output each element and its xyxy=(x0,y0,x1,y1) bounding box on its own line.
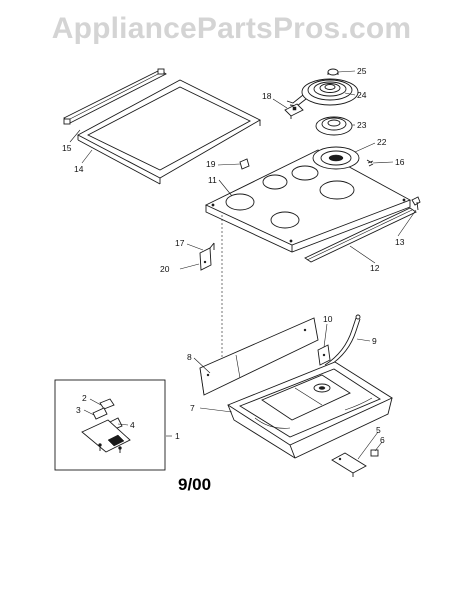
part-23-reflector xyxy=(315,116,353,136)
callout-23: 23 xyxy=(357,120,367,130)
callout-labels: 15 14 25 24 23 22 18 19 16 11 13 12 17 2… xyxy=(62,66,405,445)
part-8-front-panel xyxy=(199,317,319,396)
part-19-clip xyxy=(239,158,250,170)
callout-14: 14 xyxy=(74,164,84,174)
part-3-component xyxy=(92,407,108,420)
part-13-clip xyxy=(411,196,421,211)
part-14-gasket-frame xyxy=(77,79,261,185)
switch-body xyxy=(81,419,131,453)
callout-18: 18 xyxy=(262,91,272,101)
callout-13: 13 xyxy=(395,237,405,247)
callout-12: 12 xyxy=(370,263,380,273)
part-25-element-cap xyxy=(327,68,339,76)
callout-2: 2 xyxy=(82,393,87,403)
part-18-terminal-block xyxy=(284,103,304,119)
part-22-drip-bowl xyxy=(312,146,360,170)
callout-22: 22 xyxy=(377,137,387,147)
part-2-component xyxy=(99,398,115,410)
part-7-main-top xyxy=(227,361,393,459)
watermark-logo: AppliancePartsPros.com xyxy=(51,12,412,45)
callout-16: 16 xyxy=(395,157,405,167)
callout-19: 19 xyxy=(206,159,216,169)
callout-4: 4 xyxy=(130,420,135,430)
part-24-surface-element xyxy=(286,78,359,107)
date-code: 9/00 xyxy=(178,475,211,494)
callout-9: 9 xyxy=(372,336,377,346)
callout-3: 3 xyxy=(76,405,81,415)
part-12-front-trim xyxy=(304,207,417,263)
callout-24: 24 xyxy=(357,90,367,100)
part-11-cooktop xyxy=(204,149,412,253)
callout-20: 20 xyxy=(160,264,170,274)
callout-8: 8 xyxy=(187,352,192,362)
part-17-20-bracket xyxy=(199,242,215,271)
part-16-screw xyxy=(366,159,374,167)
callout-1: 1 xyxy=(175,431,180,441)
leader-lines xyxy=(69,70,417,460)
part-6-screw xyxy=(370,449,379,457)
part-15-trim-strip xyxy=(63,68,167,125)
callout-5: 5 xyxy=(376,425,381,435)
callout-11: 11 xyxy=(208,175,217,185)
part-10-bracket xyxy=(317,344,331,366)
part-5-bracket xyxy=(331,452,367,477)
callout-15: 15 xyxy=(62,143,72,153)
callout-7: 7 xyxy=(190,403,195,413)
part-1-inset-box xyxy=(54,379,166,471)
callout-17: 17 xyxy=(175,238,185,248)
callout-6: 6 xyxy=(380,435,385,445)
callout-25: 25 xyxy=(357,66,367,76)
callout-10: 10 xyxy=(323,314,333,324)
